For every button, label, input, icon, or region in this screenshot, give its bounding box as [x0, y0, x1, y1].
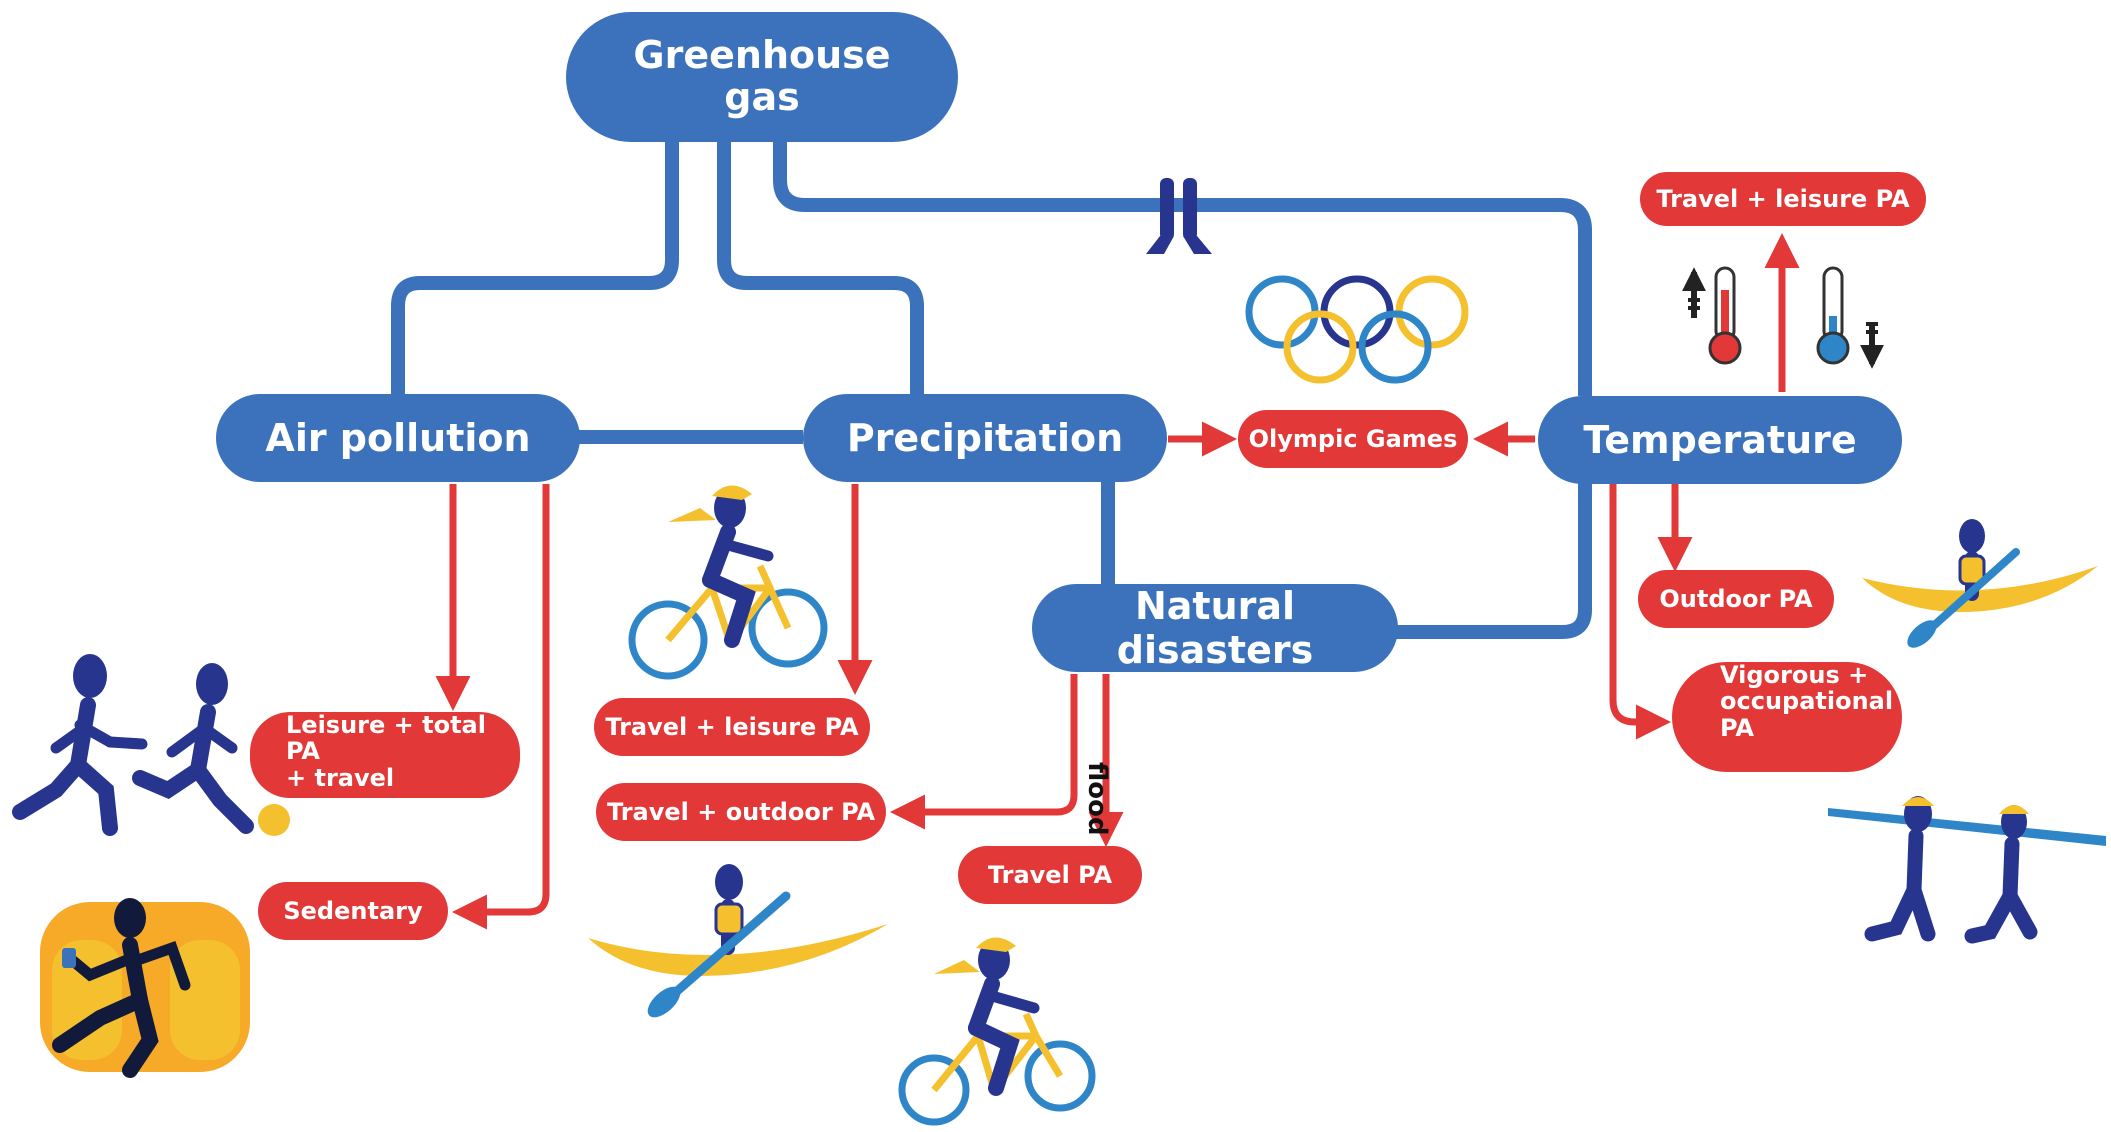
outcome-vigorous-line2: occupational — [1720, 687, 1894, 716]
outcome-travel-leisure-pa-temp: Travel + leisure PA — [1640, 172, 1926, 226]
sedentary-person-icon — [40, 898, 250, 1078]
node-greenhouse-line2: gas — [724, 75, 800, 119]
legs-icon — [1146, 178, 1212, 254]
thermometer-cold-icon — [1816, 266, 1884, 369]
node-precipitation-label: Precipitation — [846, 416, 1124, 460]
outcome-travel-pa: Travel PA — [958, 846, 1142, 904]
link-temperature-disasters — [1396, 482, 1592, 639]
outcome-outdoor-pa: Outdoor PA — [1638, 570, 1834, 628]
node-temperature-label: Temperature — [1583, 418, 1857, 462]
outcome-olympic-games: Olympic Games — [1238, 410, 1468, 468]
cyclist-icon — [628, 485, 828, 680]
kayaker-icon — [588, 864, 888, 1018]
outcome-travel-leisure-temp-label: Travel + leisure PA — [1656, 184, 1910, 213]
node-greenhouse-gas: Greenhouse gas — [566, 12, 958, 142]
outcome-travel-pa-label: Travel PA — [987, 860, 1113, 889]
link-greenhouse-airpollution — [391, 140, 679, 396]
thermometer-hot-icon — [1682, 266, 1742, 365]
node-precipitation: Precipitation — [803, 394, 1167, 482]
link-greenhouse-precipitation — [717, 140, 924, 396]
red-arrows — [435, 233, 1800, 930]
ball-icon — [258, 804, 290, 836]
outcome-travel-outdoor-pa: Travel + outdoor PA — [596, 783, 886, 841]
outcome-leisure-line1: Leisure + total PA — [286, 711, 486, 766]
outcome-travel-outdoor-label: Travel + outdoor PA — [606, 797, 876, 826]
cyclist-icon — [898, 937, 1096, 1126]
outcome-olympic-games-label: Olympic Games — [1248, 424, 1458, 453]
outcome-leisure-line2: + travel — [286, 763, 395, 792]
outcome-leisure-total-pa: Leisure + total PA + travel — [250, 712, 520, 798]
arrow-air-sedentary — [452, 484, 550, 930]
node-greenhouse-line1: Greenhouse — [633, 33, 891, 78]
outcome-travel-leisure-pa-precip: Travel + leisure PA — [594, 698, 870, 756]
outcome-vigorous-line3: PA — [1720, 713, 1754, 742]
node-air-pollution-label: Air pollution — [265, 416, 531, 460]
arrow-temp-vigorous — [1609, 484, 1671, 740]
kayaker-icon — [1862, 519, 2098, 648]
node-natural-disasters-label: Natural disasters — [1116, 584, 1314, 672]
outcome-sedentary: Sedentary — [258, 882, 448, 940]
node-air-pollution: Air pollution — [216, 394, 580, 482]
link-greenhouse-temperature — [773, 140, 1592, 396]
olympic-rings-icon — [1245, 275, 1469, 384]
node-natural-disasters: Natural disasters — [1032, 584, 1398, 672]
outcome-travel-leisure-precip-label: Travel + leisure PA — [605, 712, 859, 741]
edge-label-flood: flood — [1082, 762, 1112, 836]
runners-icon — [12, 654, 254, 836]
workers-carrying-icon — [1828, 796, 2106, 944]
outcome-vigorous-occupational-pa: Vigorous + occupational PA — [1672, 662, 1902, 772]
blue-connectors — [391, 140, 1592, 639]
outcome-outdoor-pa-label: Outdoor PA — [1659, 584, 1813, 613]
arrow-disaster-travel-outdoor — [890, 674, 1078, 830]
outcome-sedentary-label: Sedentary — [283, 896, 423, 925]
node-temperature: Temperature — [1538, 396, 1902, 484]
outcome-vigorous-line1: Vigorous + — [1720, 661, 1869, 689]
